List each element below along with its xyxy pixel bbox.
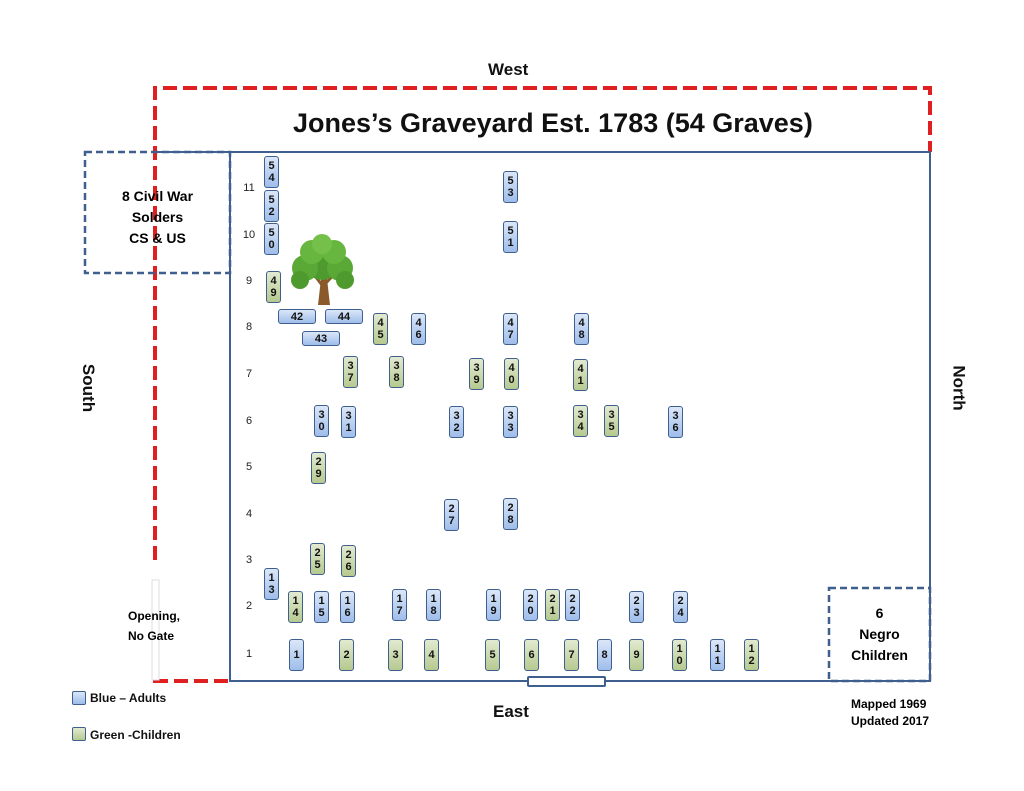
grave-marker-28: 28 <box>503 498 518 530</box>
grave-marker-19: 19 <box>486 589 501 621</box>
grave-marker-40: 40 <box>504 358 519 390</box>
civil-war-text: 8 Civil War Solders CS & US <box>85 186 230 249</box>
grave-marker-20: 20 <box>523 589 538 621</box>
civil-war-line1: 8 Civil War <box>121 188 194 204</box>
grave-marker-9: 9 <box>629 639 644 671</box>
grave-marker-18: 18 <box>426 589 441 621</box>
grave-marker-31: 31 <box>341 406 356 438</box>
row-label: 10 <box>242 229 256 241</box>
grave-marker-6: 6 <box>524 639 539 671</box>
row-label: 6 <box>245 415 253 427</box>
grave-marker-34: 34 <box>573 405 588 437</box>
grave-marker-13: 13 <box>264 568 279 600</box>
grave-marker-4: 4 <box>424 639 439 671</box>
civil-war-box <box>83 150 232 275</box>
grave-marker-51: 51 <box>503 221 518 253</box>
grave-marker-23: 23 <box>629 591 644 623</box>
row-label: 4 <box>245 508 253 520</box>
legend-children-label: Green -Children <box>90 728 181 742</box>
negro-children-text: 6 Negro Children <box>829 603 930 666</box>
grave-marker-54: 54 <box>264 156 279 188</box>
north-label: North <box>949 365 969 411</box>
legend-adults-label: Blue – Adults <box>90 691 167 705</box>
row-label: 3 <box>245 554 253 566</box>
grave-marker-21: 21 <box>545 589 560 621</box>
mapped-text: Mapped 1969 Updated 2017 <box>851 696 929 730</box>
grave-marker-26: 26 <box>341 545 356 577</box>
grave-marker-52: 52 <box>264 190 279 222</box>
grave-marker-50: 50 <box>264 223 279 255</box>
grave-marker-48: 48 <box>574 313 589 345</box>
negro-children-box <box>827 586 932 683</box>
row-label: 1 <box>245 648 253 660</box>
mapped-line1: Mapped 1969 <box>851 697 927 711</box>
grave-marker-32: 32 <box>449 406 464 438</box>
grave-marker-14: 14 <box>288 591 303 623</box>
civil-war-line3: CS & US <box>129 230 186 246</box>
grave-marker-24: 24 <box>673 591 688 623</box>
grave-marker-43: 43 <box>302 331 340 346</box>
opening-line1: Opening, <box>128 609 180 623</box>
grave-marker-36: 36 <box>668 406 683 438</box>
grave-marker-49: 49 <box>266 271 281 303</box>
grave-marker-15: 15 <box>314 591 329 623</box>
grave-marker-29: 29 <box>311 452 326 484</box>
civil-war-line2: Solders <box>131 209 184 225</box>
opening-gap <box>151 579 160 681</box>
opening-line2: No Gate <box>128 629 175 643</box>
negro-children-line1: 6 <box>875 605 884 621</box>
negro-children-line2: Negro <box>859 626 900 642</box>
legend-child-swatch <box>72 727 86 741</box>
grave-marker-11: 11 <box>710 639 725 671</box>
grave-marker-1: 1 <box>289 639 304 671</box>
grave-marker-47: 47 <box>503 313 518 345</box>
grave-marker-41: 41 <box>573 359 588 391</box>
grave-marker-44: 44 <box>325 309 363 324</box>
grave-marker-39: 39 <box>469 358 484 390</box>
grave-marker-2: 2 <box>339 639 354 671</box>
grave-marker-22: 22 <box>565 589 580 621</box>
grave-marker-5: 5 <box>485 639 500 671</box>
tree-icon <box>291 234 354 305</box>
row-label: 9 <box>245 275 253 287</box>
legend-adult-swatch <box>72 691 86 705</box>
grave-marker-30: 30 <box>314 405 329 437</box>
east-gate <box>527 676 606 687</box>
grave-marker-25: 25 <box>310 543 325 575</box>
opening-text: Opening, No Gate <box>128 606 180 646</box>
row-label: 2 <box>245 600 253 612</box>
grave-marker-27: 27 <box>444 499 459 531</box>
west-label: West <box>488 60 529 79</box>
grave-marker-17: 17 <box>392 589 407 621</box>
row-label: 7 <box>245 368 253 380</box>
grave-marker-46: 46 <box>411 313 426 345</box>
grave-marker-33: 33 <box>503 406 518 438</box>
red-dashed-boundary-bottom <box>153 660 230 683</box>
grave-marker-53: 53 <box>503 171 518 203</box>
row-label: 8 <box>245 321 253 333</box>
grave-marker-10: 10 <box>672 639 687 671</box>
row-label: 11 <box>243 182 255 194</box>
grave-marker-42: 42 <box>278 309 316 324</box>
row-label: 5 <box>245 461 253 473</box>
grave-marker-3: 3 <box>388 639 403 671</box>
grave-marker-16: 16 <box>340 591 355 623</box>
south-label: South <box>79 363 99 413</box>
page-title: Jones’s Graveyard Est. 1783 (54 Graves) <box>293 108 813 138</box>
grave-marker-7: 7 <box>564 639 579 671</box>
grave-marker-38: 38 <box>389 356 404 388</box>
negro-children-line3: Children <box>851 647 908 663</box>
grave-marker-37: 37 <box>343 356 358 388</box>
mapped-line2: Updated 2017 <box>851 714 930 728</box>
east-label: East <box>493 702 529 721</box>
grave-marker-45: 45 <box>373 313 388 345</box>
grave-marker-12: 12 <box>744 639 759 671</box>
grave-marker-35: 35 <box>604 405 619 437</box>
grave-marker-8: 8 <box>597 639 612 671</box>
